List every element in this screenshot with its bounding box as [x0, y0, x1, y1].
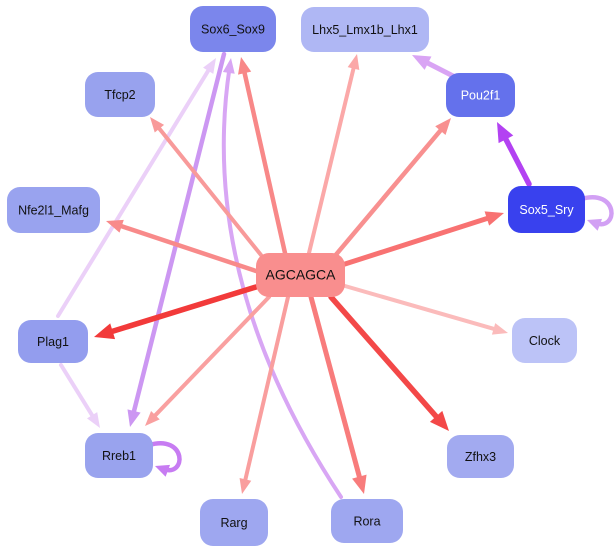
edge-sox5_sry-sox5_sry: [578, 195, 614, 231]
edge-agcagca-lhx5_lmx1b_lhx1: [307, 54, 360, 255]
edge-agcagca-pou2f1: [331, 118, 451, 260]
edge-plag1-rreb1: [59, 363, 100, 428]
node-rreb1[interactable]: Rreb1: [85, 433, 153, 478]
edge-agcagca-zfhx3: [328, 294, 449, 431]
edge-agcagca-rreb1: [145, 295, 271, 426]
edge-agcagca-nfe2l1_mafg: [106, 219, 259, 274]
node-rora[interactable]: Rora: [331, 499, 403, 543]
node-lhx5_lmx1b_lhx1[interactable]: Lhx5_Lmx1b_Lhx1: [301, 7, 429, 52]
node-nfe2l1_mafg[interactable]: Nfe2l1_Mafg: [7, 187, 100, 233]
edge-agcagca-rora: [308, 294, 367, 494]
node-tfcp2[interactable]: Tfcp2: [85, 72, 155, 117]
edge-agcagca-sox5_sry: [342, 211, 504, 267]
edge-sox5_sry-pou2f1: [497, 122, 532, 187]
edge-agcagca-sox6_sox9: [238, 57, 288, 256]
edge-agcagca-rarg: [239, 295, 290, 494]
node-rarg[interactable]: Rarg: [200, 499, 268, 546]
edge-rreb1-rreb1: [146, 441, 182, 477]
node-plag1[interactable]: Plag1: [18, 320, 88, 363]
node-clock[interactable]: Clock: [512, 318, 577, 363]
edge-plag1-sox6_sox9: [56, 58, 216, 318]
node-zfhx3[interactable]: Zfhx3: [447, 435, 514, 478]
node-sox5_sry[interactable]: Sox5_Sry: [508, 186, 585, 233]
edge-agcagca-clock: [343, 284, 508, 335]
node-pou2f1[interactable]: Pou2f1: [446, 73, 515, 117]
edge-sox6_sox9-rreb1: [127, 51, 227, 427]
edge-agcagca-plag1: [94, 284, 259, 340]
edge-agcagca-tfcp2: [150, 117, 263, 257]
edge-pou2f1-lhx5_lmx1b_lhx1: [412, 55, 458, 80]
node-agcagca[interactable]: AGCAGCA: [256, 253, 345, 297]
edge-rora-sox6_sox9: [221, 58, 343, 499]
node-sox6_sox9[interactable]: Sox6_Sox9: [190, 6, 276, 52]
